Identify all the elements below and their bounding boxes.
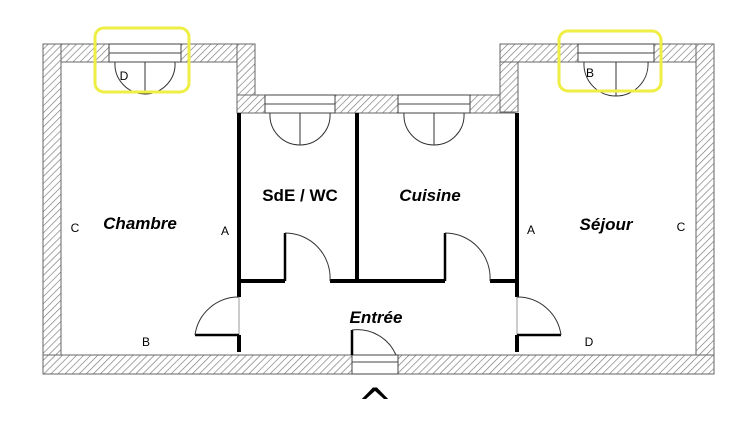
wall-mark-chambre-bottom: B (142, 335, 150, 349)
interior-partitions (237, 113, 519, 352)
window-sde (264, 94, 336, 146)
wall-mark-chambre-left: C (71, 221, 80, 235)
entrance-arrow-icon: ^ (357, 379, 392, 420)
wall-mark-chambre-right: A (221, 224, 229, 238)
room-label-sde-wc: SdE / WC (262, 186, 338, 205)
wall-mark-sejour-left: A (527, 223, 535, 237)
room-label-entree: Entrée (350, 308, 403, 327)
wall-mark-chambre-window: D (120, 69, 129, 83)
door-sejour (516, 296, 562, 337)
door-cuisine (443, 232, 491, 282)
window-chambre (108, 43, 182, 95)
window-cuisine (397, 94, 471, 146)
wall-mark-sejour-bottom: D (585, 335, 594, 349)
window-sejour (577, 43, 655, 97)
door-chambre (194, 296, 240, 337)
wall-mark-sejour-right: C (677, 220, 686, 234)
highlight-box-chambre-window (93, 26, 191, 94)
room-label-cuisine: Cuisine (399, 186, 460, 205)
door-sde (283, 232, 331, 282)
room-label-chambre: Chambre (103, 214, 177, 233)
room-label-sejour: Séjour (580, 215, 634, 234)
door-entrance (350, 329, 399, 375)
highlight-box-sejour-window (557, 29, 663, 93)
wall-mark-sejour-window: B (586, 66, 594, 80)
